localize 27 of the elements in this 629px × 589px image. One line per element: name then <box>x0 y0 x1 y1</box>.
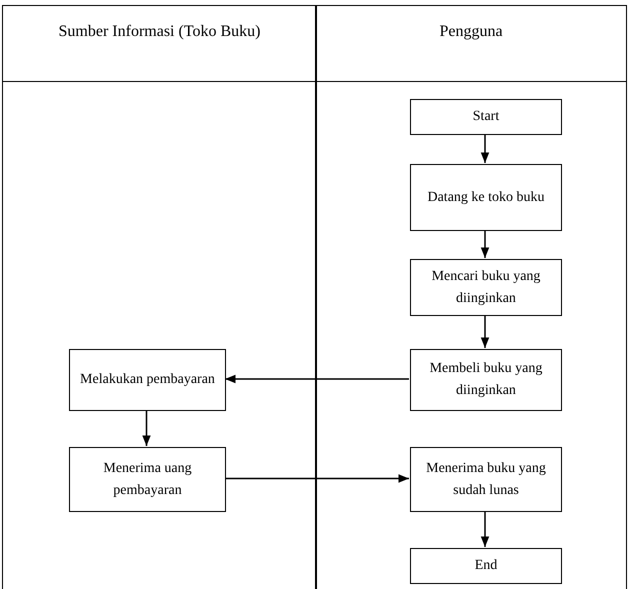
box-label: Datang ke toko buku <box>427 188 545 206</box>
process-box <box>69 447 226 512</box>
process-box <box>410 349 562 411</box>
swimlane <box>2 5 317 589</box>
box-label: Menerima buku yang sudah lunas <box>425 460 547 500</box>
arrow <box>480 315 490 348</box>
box-label: Melakukan pembayaran <box>80 371 215 389</box>
arrow <box>142 410 151 446</box>
process-box <box>69 349 226 411</box>
arrow <box>225 374 409 384</box>
process-box <box>410 99 562 135</box>
arrow <box>480 230 490 258</box>
lane-title: Sumber Informasi (Toko Buku) <box>58 22 262 42</box>
box-label: End <box>474 557 498 575</box>
process-box <box>410 259 562 316</box>
process-box <box>410 164 562 231</box>
lane-title: Pengguna <box>438 22 504 42</box>
box-label: Menerima uang pembayaran <box>102 460 193 500</box>
arrow <box>480 511 490 547</box>
box-label: Membeli buku yang diinginkan <box>428 360 544 400</box>
process-box <box>410 447 562 512</box>
arrow <box>480 134 490 163</box>
swimlane <box>315 5 627 589</box>
process-box <box>410 548 562 584</box>
box-label: Start <box>472 108 500 126</box>
arrow <box>225 474 409 483</box>
box-label: Mencari buku yang diinginkan <box>430 268 542 308</box>
